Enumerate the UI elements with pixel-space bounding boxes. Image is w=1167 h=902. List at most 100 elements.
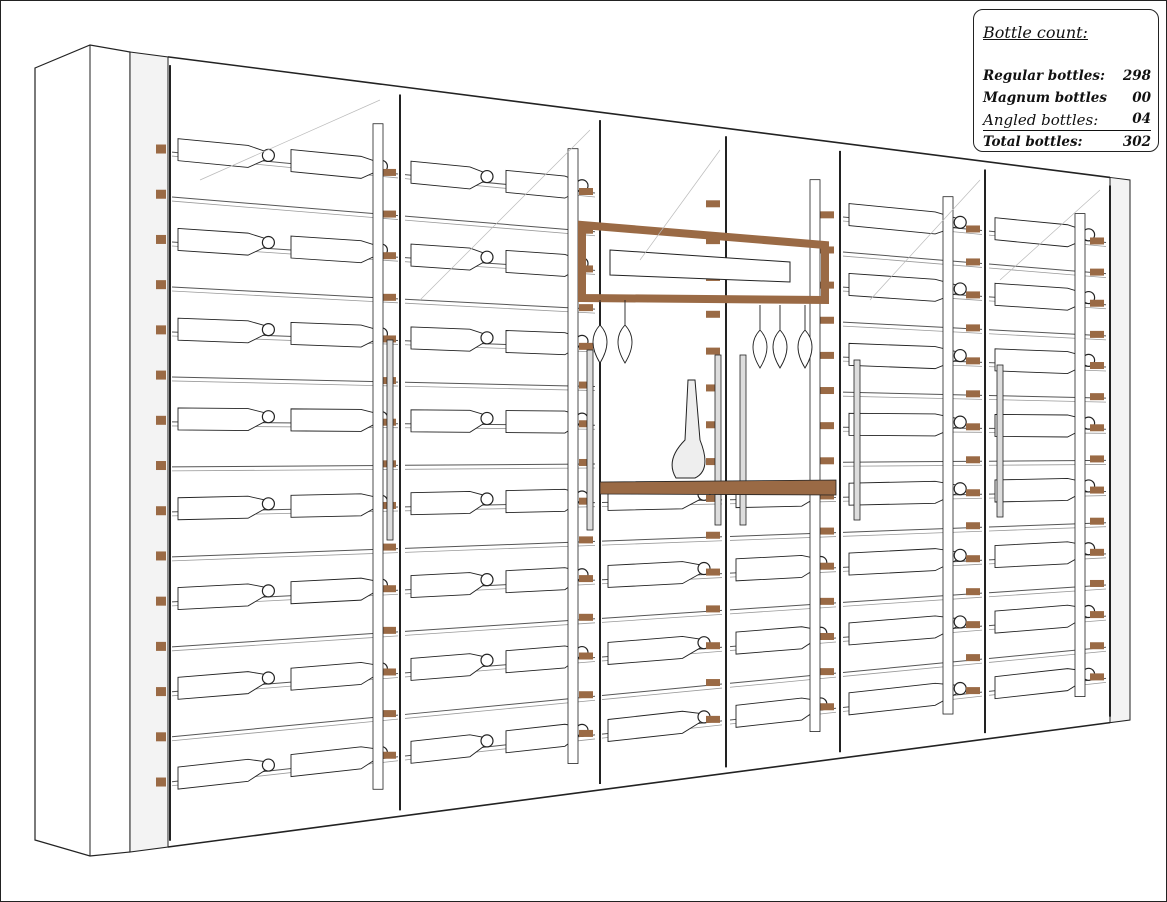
total-bottles-value: 302 [1122,134,1151,150]
wine-bottle [177,227,269,256]
wood-bracket [820,703,834,711]
wood-bracket [579,536,593,544]
wood-bracket [820,351,834,359]
wood-bracket [820,632,834,640]
wood-bracket [156,641,166,651]
wine-bottle [290,321,382,348]
wine-bottle [177,495,269,521]
wood-bracket [1090,611,1104,619]
wood-bracket [1090,455,1104,463]
rack-rail [404,463,596,466]
bottle-cap [953,548,967,562]
support-post [809,179,821,732]
rack-rail [988,588,1107,598]
wood-bracket [382,626,396,634]
regular-bottles-label: Regular bottles: [983,68,1105,84]
bottle-cap [480,573,494,587]
wood-bracket [156,687,166,697]
bottom-edge [167,721,1111,848]
rack-rail [171,290,399,304]
wine-bottle [607,635,705,665]
wood-bracket [706,531,720,539]
wood-bracket [382,335,396,343]
wood-bracket [579,497,593,505]
bottle-cap [480,169,494,184]
wood-bracket [706,347,720,355]
bottle-cap [953,282,967,296]
rack-rail [988,459,1107,462]
rack-rail [601,536,723,542]
angled-bottles-value: 04 [1132,111,1151,127]
wood-bracket [156,325,166,335]
wood-bracket [966,291,980,299]
rack-rail [988,394,1107,399]
support-post [372,123,384,790]
total-bottles-row: Total bottles:302 [983,134,1151,150]
wood-bracket [579,342,593,350]
rack-rail [842,251,983,264]
rack-rail [404,215,596,233]
wood-bracket [1090,424,1104,432]
wine-bottle [290,235,382,264]
wood-bracket [706,200,720,208]
rack-rail [842,325,983,334]
wine-bottle [290,577,382,605]
magnum-bottles-value: 00 [1132,90,1151,106]
rack-rail [842,658,983,673]
rack-rail [171,196,399,217]
rack-rail [171,631,399,648]
wood-bracket [706,237,720,245]
bottle-cap [953,415,967,429]
wood-bracket [820,492,834,500]
wood-bracket [156,144,166,154]
wood-bracket [966,654,980,662]
wood-bracket [706,568,720,576]
wood-bracket [706,421,720,429]
wood-bracket [820,562,834,570]
wood-bracket [706,642,720,650]
rack-rail [988,526,1107,532]
door-handle [714,354,722,526]
wine-bottle [290,662,382,691]
wood-bracket [579,652,593,660]
bottle-cap [953,681,967,696]
bottle-cap [953,482,967,496]
wood-bracket [1090,237,1104,245]
rack-rail [842,460,983,463]
rack-rail [404,540,596,549]
side-wall [34,44,131,857]
wine-bottle [290,493,382,518]
rack-rail [171,376,399,383]
bottle-cap [261,584,275,598]
wood-bracket [1090,362,1104,370]
wood-bracket [966,324,980,332]
wood-shelf [599,479,837,496]
rack-rail [842,391,983,396]
rack-rail [988,522,1107,528]
rack-rail [842,255,983,268]
wine-bottle [290,746,382,778]
wood-bracket [820,457,834,465]
rack-rail [988,399,1107,403]
wine-bottle [994,413,1090,438]
wood-bracket [1090,330,1104,338]
wood-bracket [382,710,396,718]
wood-bracket [156,280,166,290]
rack-rail [988,329,1107,337]
rack-rail [988,464,1107,466]
rack-rail [601,540,723,546]
wood-bracket [820,597,834,605]
wood-bracket [156,370,166,380]
rack-rail [601,683,723,697]
rack-rail [842,530,983,537]
wine-bottle [177,583,269,611]
bottle-cap [261,671,275,685]
bottle-cap [261,758,275,772]
wine-glass [797,305,813,369]
wine-bottle [994,604,1090,634]
wood-bracket [1090,517,1104,525]
wine-bottle [410,490,488,516]
wine-glass [772,305,788,369]
wood-bracket [382,252,396,260]
